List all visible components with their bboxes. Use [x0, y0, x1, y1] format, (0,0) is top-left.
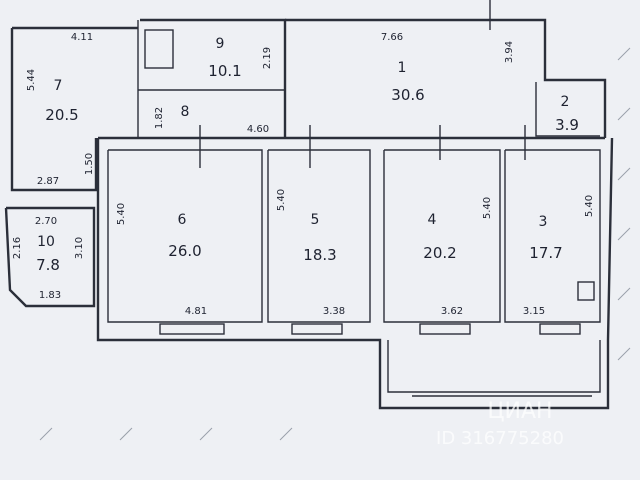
- outer-wall-hatching: [39, 47, 631, 441]
- dim-3-38: 3.38: [323, 306, 345, 317]
- window-room-6: [159, 323, 225, 335]
- dim-4-60: 4.60: [247, 124, 269, 135]
- dim-5-40-room-6: 5.40: [116, 203, 127, 225]
- dim-2-70: 2.70: [35, 216, 57, 227]
- room-area-7: 20.5: [45, 106, 78, 124]
- room-area-6: 26.0: [168, 242, 201, 260]
- dim-5-40-room-3: 5.40: [584, 195, 595, 217]
- room-number-7: 7: [54, 78, 63, 94]
- room-area-10: 7.8: [36, 256, 60, 274]
- room-labels: 1 30.6 2 3.9 3 17.7 4 20.2 5 18.3 6 26.0…: [36, 36, 579, 274]
- dim-1-50: 1.50: [84, 153, 95, 175]
- watermark-brand: ЦИАН: [487, 399, 552, 424]
- dim-3-62: 3.62: [441, 306, 463, 317]
- dim-2-16: 2.16: [12, 237, 23, 259]
- window-room-4: [419, 323, 471, 335]
- room-number-5: 5: [311, 212, 320, 228]
- interior-walls: [107, 0, 601, 397]
- dim-5-44: 5.44: [26, 69, 37, 91]
- dim-3-15: 3.15: [523, 306, 545, 317]
- window-room-3: [539, 323, 581, 335]
- room-number-4: 4: [428, 212, 437, 228]
- dim-5-40-room-4: 5.40: [482, 197, 493, 219]
- room-area-4: 20.2: [423, 244, 456, 262]
- dimension-labels: 4.11 7.66 4.60 2.87 2.70 1.83 4.81 3.38 …: [12, 32, 595, 317]
- room-area-2: 3.9: [555, 116, 579, 134]
- dim-5-40-room-5: 5.40: [276, 189, 287, 211]
- room-number-8: 8: [181, 104, 190, 120]
- room-number-1: 1: [398, 60, 407, 76]
- room-number-2: 2: [561, 94, 570, 110]
- dim-3-94: 3.94: [504, 41, 515, 63]
- dim-2-87: 2.87: [37, 176, 59, 187]
- room-number-6: 6: [178, 212, 187, 228]
- room-area-1: 30.6: [391, 86, 424, 104]
- dim-4-81: 4.81: [185, 306, 207, 317]
- dim-2-19: 2.19: [262, 47, 273, 69]
- exterior-walls: [4, 18, 614, 410]
- room-number-10: 10: [37, 234, 55, 250]
- watermark-id: ID 316775280: [436, 428, 564, 449]
- stove-icon: [577, 281, 595, 301]
- room-number-9: 9: [216, 36, 225, 52]
- room-area-5: 18.3: [303, 246, 336, 264]
- room-area-9: 10.1: [208, 62, 241, 80]
- window-room-5: [291, 323, 343, 335]
- room-area-3: 17.7: [529, 244, 562, 262]
- room-number-3: 3: [539, 214, 548, 230]
- dim-7-66: 7.66: [381, 32, 403, 43]
- dim-4-11: 4.11: [71, 32, 93, 43]
- dim-3-10: 3.10: [74, 237, 85, 259]
- dim-1-83: 1.83: [39, 290, 61, 301]
- dim-1-82: 1.82: [154, 107, 165, 129]
